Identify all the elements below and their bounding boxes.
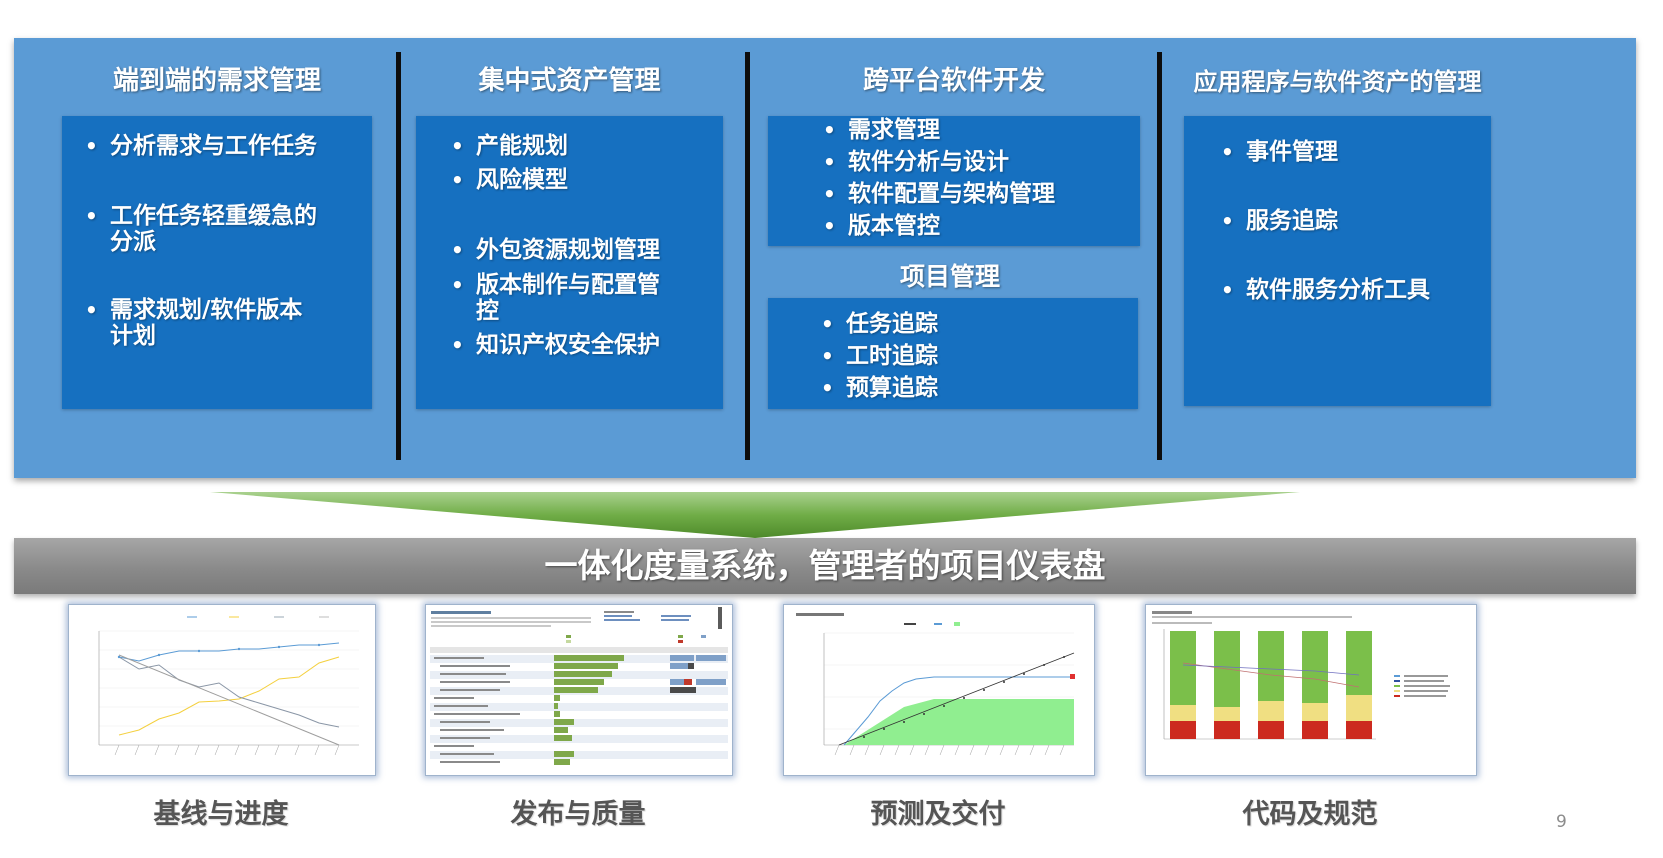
list-item: •软件服务分析工具 (1221, 277, 1430, 303)
list-item: •产能规划 (451, 133, 568, 159)
project-management-title: 项目管理 (899, 262, 1000, 291)
caption-forecast-delivery: 预测及交付 (870, 799, 1006, 830)
caption-code-standards: 代码及规范 (1242, 799, 1378, 830)
list-item: •软件配置与架构管理 (823, 181, 1055, 207)
column-title-development: 跨平台软件开发 (862, 66, 1045, 96)
caption-baseline-progress: 基线与进度 (153, 799, 289, 830)
code-standards-thumbnail[interactable] (1145, 604, 1477, 776)
list-item: 计划 (110, 323, 156, 349)
bullet-icon: • (85, 298, 98, 322)
bullet-icon: • (823, 182, 836, 206)
list-item: •服务追踪 (1221, 208, 1338, 234)
list-item: •软件分析与设计 (823, 149, 1009, 175)
area-chart-thumbnail-icon (796, 613, 1075, 756)
list-item: •任务追踪 (821, 311, 938, 337)
bullet-icon: • (451, 168, 464, 192)
line-chart-thumbnail-icon (98, 616, 359, 756)
list-item: •需求规划/软件版本 (85, 297, 303, 323)
column-title-application-assets: 应用程序与软件资产的管理 (1193, 68, 1482, 96)
list-item: 控 (476, 298, 499, 324)
stacked-bar-thumbnail-icon (1152, 611, 1450, 740)
column-divider (745, 52, 750, 460)
release-quality-thumbnail[interactable] (425, 604, 733, 776)
list-item: •工时追踪 (821, 343, 938, 369)
list-item: •分析需求与工作任务 (85, 133, 317, 159)
bullet-icon: • (823, 118, 836, 142)
list-item: •风险模型 (451, 167, 568, 193)
development-box: •需求管理 •软件分析与设计 •软件配置与架构管理 •版本管控 (768, 116, 1140, 246)
list-item: •工作任务轻重缓急的 (85, 203, 317, 229)
bullet-icon: • (821, 312, 834, 336)
list-item: •事件管理 (1221, 139, 1338, 165)
page-number: 9 (1556, 812, 1567, 832)
list-item: •知识产权安全保护 (451, 332, 660, 358)
application-assets-box: •事件管理 •服务追踪 •软件服务分析工具 (1184, 116, 1491, 406)
bullet-icon: • (85, 204, 98, 228)
column-divider (1157, 52, 1162, 460)
bullet-icon: • (451, 238, 464, 262)
bullet-icon: • (821, 376, 834, 400)
bullet-icon: • (823, 150, 836, 174)
report-table-thumbnail-icon (430, 607, 728, 765)
column-divider (396, 52, 401, 460)
list-item: •预算追踪 (821, 375, 938, 401)
bullet-icon: • (85, 134, 98, 158)
bullet-icon: • (451, 333, 464, 357)
list-item: •版本管控 (823, 213, 940, 239)
baseline-progress-thumbnail[interactable] (68, 604, 376, 776)
bullet-icon: • (823, 214, 836, 238)
forecast-delivery-thumbnail[interactable] (783, 604, 1095, 776)
caption-release-quality: 发布与质量 (510, 799, 646, 830)
dashboard-banner: 一体化度量系统，管理者的项目仪表盘 (14, 538, 1636, 594)
assets-box: •产能规划 •风险模型 •外包资源规划管理 •版本制作与配置管 控 •知识产权安… (416, 116, 723, 409)
column-title-assets: 集中式资产管理 (478, 66, 661, 96)
bullet-icon: • (451, 273, 464, 297)
list-item: •需求管理 (823, 117, 940, 143)
list-item: 分派 (110, 229, 156, 255)
bullet-icon: • (451, 134, 464, 158)
requirements-box: •分析需求与工作任务 •工作任务轻重缓急的 分派 •需求规划/软件版本 计划 (62, 116, 372, 409)
project-management-box: •任务追踪 •工时追踪 •预算追踪 (768, 298, 1138, 409)
list-item: •版本制作与配置管 (451, 272, 660, 298)
column-title-requirements: 端到端的需求管理 (112, 66, 321, 96)
bullet-icon: • (1221, 140, 1234, 164)
funnel-arrow-icon (210, 492, 1300, 538)
bullet-icon: • (821, 344, 834, 368)
bullet-icon: • (1221, 209, 1234, 233)
bullet-icon: • (1221, 278, 1234, 302)
list-item: •外包资源规划管理 (451, 237, 660, 263)
